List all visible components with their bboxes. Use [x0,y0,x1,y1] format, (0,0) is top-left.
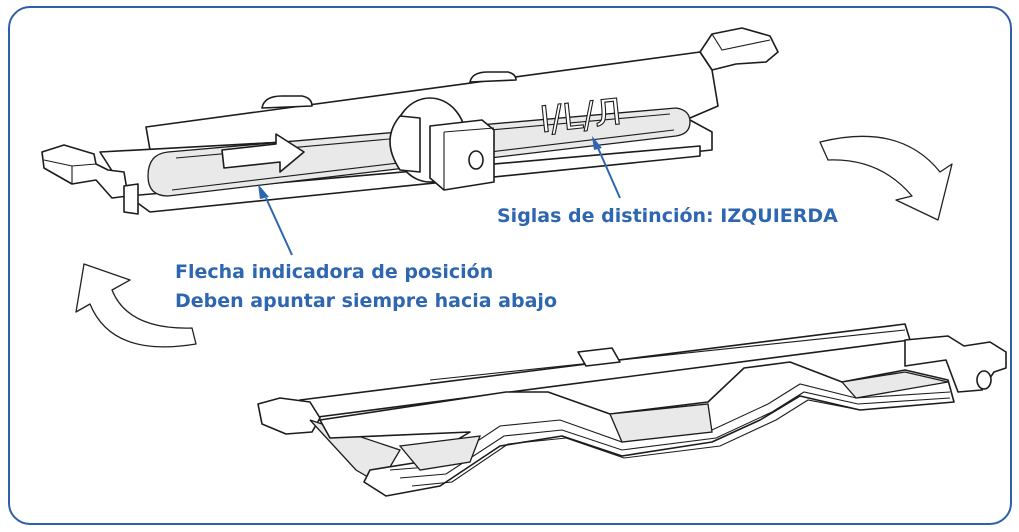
rotate-clockwise-icon [819,135,953,221]
direction-arrow-icon [221,133,305,173]
diagram-frame [8,6,1012,525]
part-marking: I/L/Л [538,92,624,141]
flecha-label-line-1: Flecha indicadora de posición [175,261,494,283]
bottom-part [257,323,1007,497]
top-part: I/L/Л [41,27,779,215]
siglas-label: Siglas de distinción: IZQUIERDA [497,205,838,227]
callout-pointers [258,136,621,256]
rotate-counterclockwise-icon [75,263,197,348]
flecha-label-line-2: Deben apuntar siempre hacia abajo [175,290,557,312]
